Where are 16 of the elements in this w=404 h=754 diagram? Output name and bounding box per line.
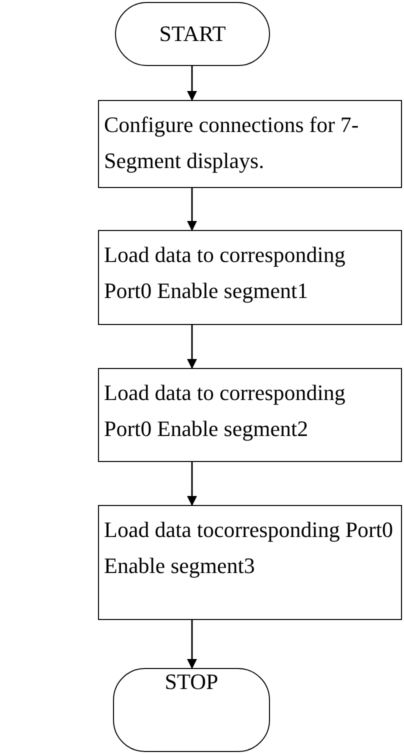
step-text: Load data to corresponding Port0 Enable segment1	[104, 241, 346, 305]
process-box	[98, 368, 402, 462]
step-text: Load data to corresponding Port0 Enable segment2	[104, 379, 346, 443]
process-box	[98, 505, 402, 620]
arrow	[187, 462, 197, 506]
terminal-label: STOP	[164, 669, 218, 695]
step-text: Load data tocorresponding Port0 Enable segment3	[104, 516, 394, 580]
step-text: Configure connections for 7- Segment displays.	[104, 111, 360, 175]
terminal-shape	[113, 668, 270, 752]
arrow	[187, 325, 197, 369]
arrow	[187, 188, 197, 231]
arrow	[187, 620, 197, 669]
process-box	[98, 100, 402, 188]
process-box	[98, 230, 402, 325]
arrow	[187, 66, 197, 101]
terminal-label: START	[159, 21, 226, 47]
